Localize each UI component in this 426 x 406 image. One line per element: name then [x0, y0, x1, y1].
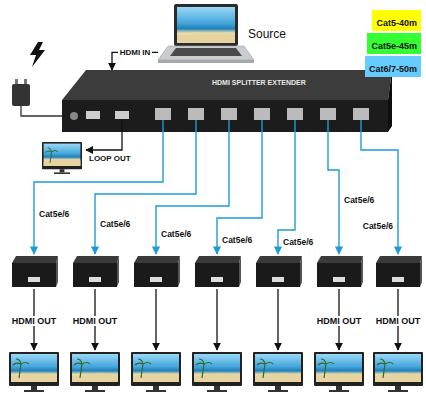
cat-cable — [217, 120, 262, 254]
rj45-port — [353, 108, 369, 120]
splitter-front — [62, 100, 388, 132]
cat-cable — [278, 120, 295, 254]
laptop-screen — [177, 7, 235, 43]
laptop-lid — [174, 4, 238, 46]
monitor — [70, 352, 120, 392]
cable-label: Cat5e/6 — [38, 210, 70, 220]
laptop-edge — [158, 60, 254, 63]
rj45-port — [188, 108, 204, 120]
power-symbol — [30, 42, 45, 67]
monitor — [253, 352, 303, 392]
device-print: HDMI SPLITTER EXTENDER — [212, 79, 306, 87]
port-label: HDMI OUT — [375, 316, 422, 326]
rj45-port — [320, 108, 336, 120]
cable-label: Cat5e/6 — [343, 196, 375, 206]
monitor — [192, 352, 242, 392]
receiver — [73, 256, 119, 287]
port-label: HDMI OUT — [316, 316, 363, 326]
loop-cable — [86, 119, 122, 150]
hdmi-arrow — [277, 289, 278, 350]
splitter-side — [388, 70, 392, 132]
receiver — [256, 256, 302, 287]
port-label: HDMI OUT — [11, 316, 58, 326]
cat-cables — [34, 120, 398, 254]
adapter-prong — [15, 79, 18, 84]
hdmi-arrow — [216, 289, 217, 350]
cable-label: Cat5e/6 — [221, 236, 253, 246]
adapter-prong — [24, 79, 27, 84]
hdmi-port — [86, 111, 100, 119]
legend-swatch: Cat6/7-50m — [365, 56, 421, 77]
cable-label: Cat5e/6 — [362, 222, 394, 232]
legend-text: Cat5-40m — [376, 18, 417, 28]
cat-cable — [95, 120, 196, 254]
monitor — [131, 352, 181, 392]
laptop-base — [158, 46, 254, 60]
rj45-port — [254, 108, 270, 120]
loop-monitor — [42, 142, 82, 174]
hdmi-out-arrows — [34, 289, 398, 350]
receiver — [134, 256, 180, 287]
cable-label: Cat5e/6 — [99, 220, 131, 230]
power-adapter — [12, 84, 30, 106]
cable-label: Cat5e/6 — [160, 230, 192, 240]
receiver — [317, 256, 363, 287]
monitor — [9, 352, 59, 392]
screen-beach — [177, 33, 235, 43]
cat-cable — [156, 120, 229, 254]
monitor — [373, 352, 423, 392]
receiver — [376, 256, 422, 287]
source-laptop: Source — [158, 2, 290, 70]
hdmi-arrow — [155, 289, 156, 350]
receiver — [12, 256, 58, 287]
receiver — [195, 256, 241, 287]
rj45-port — [221, 108, 237, 120]
rj45-port — [287, 108, 303, 120]
splitter-top — [62, 70, 392, 100]
cat-cable — [328, 120, 339, 254]
rj45-ports — [155, 108, 369, 120]
legend-swatch: Cat5-40m — [372, 10, 421, 31]
cable-label: Cat5e/6 — [282, 238, 314, 248]
legend-swatch: Cat5e-45m — [367, 33, 421, 54]
rj45-port — [155, 108, 171, 120]
cat-cable — [34, 120, 163, 254]
legend-text: Cat6/7-50m — [369, 64, 417, 74]
legend-text: Cat5e-45m — [371, 41, 417, 51]
source-label: Source — [248, 28, 286, 42]
dc-jack — [70, 112, 78, 120]
cable-label: HDMI IN — [118, 48, 153, 57]
splitter-box: HDMI SPLITTER EXTENDER — [62, 70, 392, 132]
monitor — [314, 352, 364, 392]
cat-cable — [361, 120, 398, 254]
hdmi-port — [115, 111, 129, 119]
cable-label: LOOP OUT — [88, 154, 132, 163]
port-label: HDMI OUT — [72, 316, 119, 326]
laptop-keyboard — [170, 48, 242, 56]
